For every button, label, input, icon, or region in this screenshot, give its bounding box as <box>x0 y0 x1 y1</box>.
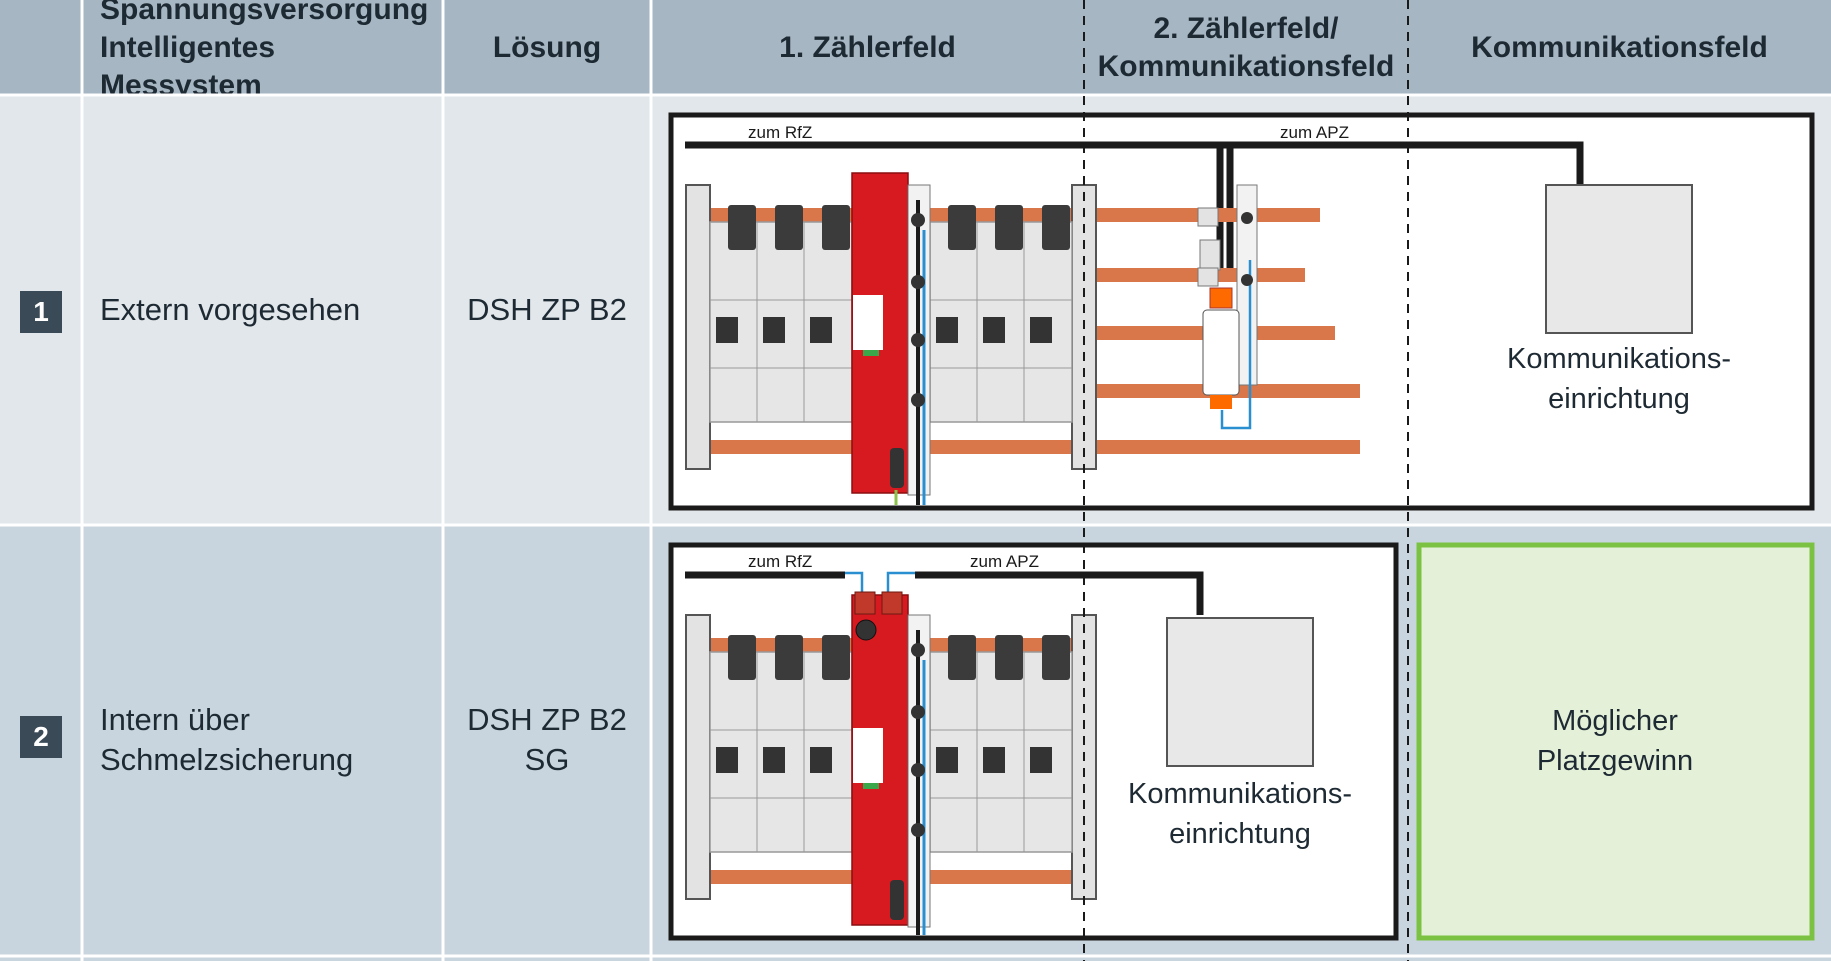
header-solution: Lösung <box>443 0 651 95</box>
row1-solution-text: DSH ZP B2 <box>467 292 627 327</box>
row2-breakers-left <box>709 635 853 853</box>
header-meter-field-2: 2. Zählerfeld/ Kommunikationsfeld <box>1084 0 1408 95</box>
header-empty-cell <box>0 0 82 95</box>
field-separators <box>1083 0 1409 961</box>
row2-gain-label-line1: Möglicher <box>1552 705 1678 737</box>
row2-wire-apz <box>915 571 1204 615</box>
row2-comm-label-line2: einrichtung <box>1169 818 1311 850</box>
row2-number-cell: 2 <box>0 525 82 955</box>
row1-solution-cell: DSH ZP B2 <box>443 95 651 525</box>
row2-supply-cell: Intern über Schmelzsicherung <box>82 525 443 955</box>
row1-comm-label-line1: Kommunikations- <box>1507 343 1731 375</box>
row1-comm-label-line2: einrichtung <box>1548 383 1690 415</box>
row2-comm-box <box>1166 617 1314 767</box>
row2-solution-text: DSH ZP B2 SG <box>467 702 627 777</box>
row3-partial <box>0 957 1831 961</box>
row2-gain-box <box>1416 542 1815 941</box>
row2-wire-apz-label: zum APZ <box>970 552 1039 571</box>
row1-number-cell: 1 <box>0 95 82 525</box>
row1-number-badge: 1 <box>20 291 62 333</box>
row2-breakers-right <box>929 635 1073 853</box>
row2-supply-text: Intern über Schmelzsicherung <box>100 702 354 777</box>
row1-breakers-left <box>709 205 853 423</box>
header-meter-field-1: 1. Zählerfeld <box>651 0 1084 95</box>
row2-solution-cell: DSH ZP B2 SG <box>443 525 651 955</box>
row1-meter2-device <box>1197 184 1258 430</box>
row1-supply-text: Extern vorgesehen <box>100 292 361 327</box>
row2-wire-rfz-label: zum RfZ <box>748 552 812 571</box>
row2-number-badge: 2 <box>20 716 62 758</box>
row2-gain-label-line2: Platzgewinn <box>1537 745 1693 777</box>
row1-red-device <box>851 172 931 505</box>
header-communication-field-label: Kommunikationsfeld <box>1471 30 1768 64</box>
row2-rail-left <box>685 614 711 900</box>
row1-diagram: zum RfZ zum APZ <box>668 112 1815 511</box>
row1-breakers-right <box>929 205 1073 423</box>
row1-wire-main <box>685 141 1584 184</box>
row1-supply-cell: Extern vorgesehen <box>82 95 443 525</box>
row1-rail-left <box>685 184 711 470</box>
header-meter-field-1-label: 1. Zählerfeld <box>779 30 956 64</box>
row1-wire-apz-label: zum APZ <box>1280 123 1349 142</box>
header-meter-field-2-label: 2. Zählerfeld/ Kommunikationsfeld <box>1097 11 1395 83</box>
header-communication-field: Kommunikationsfeld <box>1408 0 1831 95</box>
header-solution-label: Lösung <box>492 30 602 64</box>
row1-comm-box <box>1545 184 1693 334</box>
row2-comm-label-line1: Kommunikations- <box>1128 778 1352 810</box>
row2-diagram: zum RfZ zum APZ <box>668 542 1815 941</box>
row2-red-device <box>851 591 931 935</box>
row1-wire-rfz-label: zum RfZ <box>748 123 812 142</box>
